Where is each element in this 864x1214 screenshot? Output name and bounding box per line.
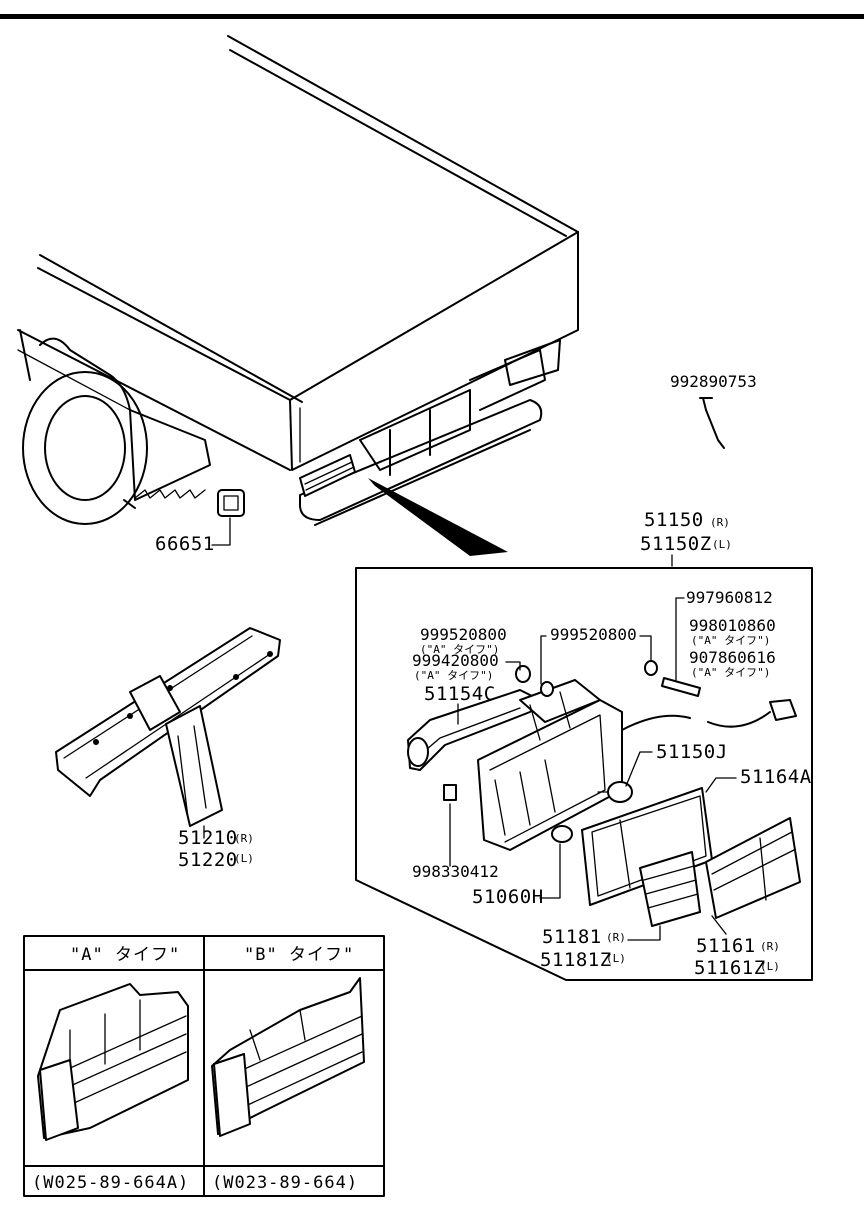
part-997960812-label: 997960812 <box>686 588 773 607</box>
part-51150z-side: (L) <box>712 538 732 551</box>
top-rule <box>0 14 864 19</box>
part-51161-label: 51161 <box>696 935 756 957</box>
part-66651-label: 66651 <box>155 533 215 555</box>
wire-clip-992890753 <box>699 397 725 449</box>
part-51154c-label: 51154C <box>424 683 496 705</box>
part-51150-label: 51150 <box>644 509 704 531</box>
part-51210-side: (R) <box>234 832 254 845</box>
part-998010860-label: 998010860 <box>689 616 776 635</box>
part-51181z-label: 51181Z <box>540 949 612 971</box>
part-999520800a-note: ("A" タイフ") <box>420 643 499 656</box>
part-51181-label: 51181 <box>542 926 602 948</box>
part-999520800a-label: 999520800 <box>420 625 507 644</box>
type-a-header: "A" タイフ" <box>70 945 180 965</box>
part-999520800b-label: 999520800 <box>550 625 637 644</box>
part-51150-side: (R) <box>710 516 730 529</box>
part-51164a-label: 51164A <box>740 766 812 788</box>
part-51161-side: (R) <box>760 940 780 953</box>
part-999420800-note: ("A" タイフ") <box>414 669 493 682</box>
type-a-lamp-drawing <box>37 983 189 1141</box>
part-51150j-label: 51150J <box>656 741 728 763</box>
truck-rear-illustration <box>17 35 579 556</box>
part-907860616-label: 907860616 <box>689 648 776 667</box>
part-992890753-label: 992890753 <box>670 372 757 391</box>
mounting-bracket-51210 <box>55 627 281 827</box>
part-998330412-label: 998330412 <box>412 862 499 881</box>
part-51220-label: 51220 <box>178 849 238 871</box>
variant-table <box>23 935 385 1197</box>
part-907860616-note: ("A" タイフ") <box>691 666 770 679</box>
part-998010860-note: ("A" タイフ") <box>691 634 770 647</box>
part-51210-label: 51210 <box>178 827 238 849</box>
type-b-part-code: (W023-89-664) <box>212 1173 358 1193</box>
type-a-part-code: (W025-89-664A) <box>32 1173 189 1193</box>
part-51150z-label: 51150Z <box>640 533 712 555</box>
type-b-lamp-drawing <box>211 977 365 1137</box>
part-51060h-label: 51060H <box>472 886 544 908</box>
part-51181z-side: (L) <box>606 952 626 965</box>
lamp-assembly-exploded <box>407 660 801 927</box>
part-51181-side: (R) <box>606 931 626 944</box>
part-51220-side: (L) <box>234 852 254 865</box>
part-51161z-side: (L) <box>760 960 780 973</box>
exploded-view-frame <box>355 567 813 981</box>
part-51161z-label: 51161Z <box>694 957 766 979</box>
type-b-header: "B" タイフ" <box>244 945 354 965</box>
part-999420800-label: 999420800 <box>412 651 499 670</box>
